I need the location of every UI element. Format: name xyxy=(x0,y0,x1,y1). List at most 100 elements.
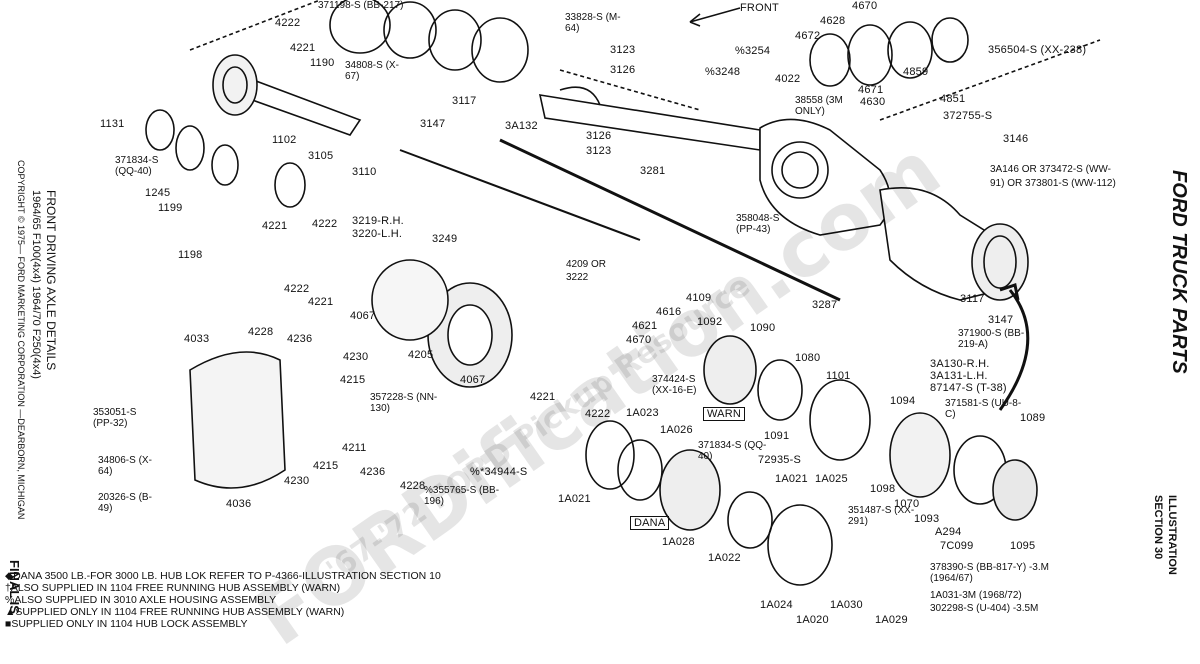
exploded-axle-diagram: FORDification.com '67-'72 FORD Pickup Re… xyxy=(5,0,1190,664)
part-label: 3A146 OR 373472-S (WW-91) OR 373801-S (W… xyxy=(990,164,1116,189)
part-label: 1093 xyxy=(914,513,940,525)
part-label: 1A025 xyxy=(815,473,848,485)
part-label: 34808-S (X-67) xyxy=(345,60,399,82)
part-label: %3248 xyxy=(705,66,741,78)
part-label: 4628 xyxy=(820,15,846,27)
part-label: 4851 xyxy=(940,93,966,105)
part-label: 3281 xyxy=(640,165,666,177)
part-label: 4671 xyxy=(858,84,884,96)
part-label: 3219-R.H. xyxy=(352,215,404,227)
part-label: 4067 xyxy=(460,374,486,386)
part-label: 4221 xyxy=(530,391,556,403)
part-label: 4228 xyxy=(248,326,274,338)
part-label: 1245 xyxy=(145,187,171,199)
dana-badge: DANA xyxy=(630,516,670,530)
part-label: 1A020 xyxy=(796,614,829,626)
part-label: 1A031-3M (1968/72) xyxy=(930,590,1022,601)
part-label: 1A030 xyxy=(830,599,863,611)
part-label: 1A023 xyxy=(626,407,659,419)
part-label: 1098 xyxy=(870,483,896,495)
part-label: 4222 xyxy=(585,408,611,420)
part-label: 1131 xyxy=(100,118,125,130)
part-label: 38558 (3M ONLY) xyxy=(795,95,843,117)
part-label: 72935-S xyxy=(758,454,801,466)
part-label: 1A028 xyxy=(662,536,695,548)
part-label: 1A022 xyxy=(708,552,741,564)
part-label: 3123 xyxy=(610,44,636,56)
warn-badge: WARN xyxy=(703,407,745,421)
note-line: ■SUPPLIED ONLY IN 1104 HUB LOCK ASSEMBLY xyxy=(5,618,248,630)
part-label: %355765-S (BB-196) xyxy=(424,485,500,507)
part-label: 33828-S (M-64) xyxy=(565,12,621,34)
part-label: 371581-S (UU-8-C) xyxy=(945,398,1022,420)
part-label: 1092 xyxy=(697,316,723,328)
part-label: 4236 xyxy=(287,333,313,345)
part-label: 351487-S (XX-291) xyxy=(848,505,915,527)
part-label: 4621 xyxy=(632,320,658,332)
part-label: 4205 xyxy=(408,349,434,361)
part-label: 358048-S (PP-43) xyxy=(736,213,780,235)
side-models: 1964/65 F100(4x4) 1964/70 F250(4x4) xyxy=(30,190,42,379)
part-label: 3126 xyxy=(586,130,612,142)
part-label: 34806-S (X-64) xyxy=(98,455,152,477)
part-label: 1A021 xyxy=(775,473,808,485)
part-label: 3A132 xyxy=(505,120,538,132)
part-label: 4230 xyxy=(284,475,310,487)
part-label: 4109 xyxy=(686,292,712,304)
note-line: ▲SUPPLIED ONLY IN 1104 FREE RUNNING HUB … xyxy=(5,606,345,618)
part-label: 1089 xyxy=(1020,412,1046,424)
part-label: 4670 xyxy=(852,0,878,12)
note-line: %ALSO SUPPLIED IN 3010 AXLE HOUSING ASSE… xyxy=(5,594,277,606)
part-label: 1A024 xyxy=(760,599,793,611)
part-label: 1091 xyxy=(764,430,790,442)
part-label: 1102 xyxy=(272,134,297,146)
front-label: FRONT xyxy=(740,2,779,14)
part-label: 372755-S xyxy=(943,110,993,122)
part-label: 374424-S (XX-16-E) xyxy=(652,374,697,396)
part-label: 1A029 xyxy=(875,614,908,626)
part-label: 3105 xyxy=(308,150,334,162)
part-label: 4630 xyxy=(860,96,886,108)
part-label: 1101 xyxy=(826,370,851,382)
part-label: 20326-S (B-49) xyxy=(98,492,152,514)
side-copyright: COPYRIGHT © 1975— FORD MARKETING CORPORA… xyxy=(16,160,26,520)
part-label: 1A021 xyxy=(558,493,591,505)
part-label: 1094 xyxy=(890,395,916,407)
part-label: 371834-S (QQ-40) xyxy=(115,155,159,177)
part-label: 1095 xyxy=(1010,540,1036,552)
part-label: 4222 xyxy=(275,17,301,29)
part-label: 371900-S (BB-219-A) xyxy=(958,328,1025,350)
part-label: 371834-S (QQ-40) xyxy=(698,440,767,462)
part-label: 378390-S (BB-817-Y) -3.M (1964/67) xyxy=(930,562,1049,584)
part-label: 4222 xyxy=(284,283,310,295)
side-section: SECTION 30 xyxy=(1152,495,1164,560)
part-label: 4211 xyxy=(342,442,367,454)
part-label: 3147 xyxy=(420,118,446,130)
part-label: 3249 xyxy=(432,233,458,245)
part-label: 3117 xyxy=(960,293,985,305)
note-line: ◆DANA 3500 LB.-FOR 3000 LB. HUB LOK REFE… xyxy=(5,570,441,582)
part-label: 87147-S (T-38) xyxy=(930,382,1007,394)
part-label: 4209 OR 3222 xyxy=(566,259,607,283)
part-label: 4672 xyxy=(795,30,821,42)
part-label: 4616 xyxy=(656,306,682,318)
part-label: 302298-S (U-404) -3.5M xyxy=(930,603,1039,614)
side-illustration: ILLUSTRATION xyxy=(1166,495,1178,575)
part-label: 1080 xyxy=(795,352,821,364)
part-label: 3117 xyxy=(452,95,477,107)
part-label: 4221 xyxy=(262,220,288,232)
part-label: 1199 xyxy=(158,202,183,214)
part-label: 3287 xyxy=(812,299,838,311)
part-label: 3123 xyxy=(586,145,612,157)
part-label: 7C099 xyxy=(940,540,974,552)
part-label: 357228-S (NN-130) xyxy=(370,392,438,414)
part-label: 3A131-L.H. xyxy=(930,370,988,382)
part-label: 3A130-R.H. xyxy=(930,358,990,370)
part-label: 4036 xyxy=(226,498,252,510)
part-label: 4022 xyxy=(775,73,801,85)
part-label: 371198-S (BB-217) xyxy=(318,0,404,11)
part-label: 4215 xyxy=(313,460,339,472)
part-label: 1070 xyxy=(894,498,920,510)
part-label: 3110 xyxy=(352,166,377,178)
part-label: A294 xyxy=(935,526,962,538)
